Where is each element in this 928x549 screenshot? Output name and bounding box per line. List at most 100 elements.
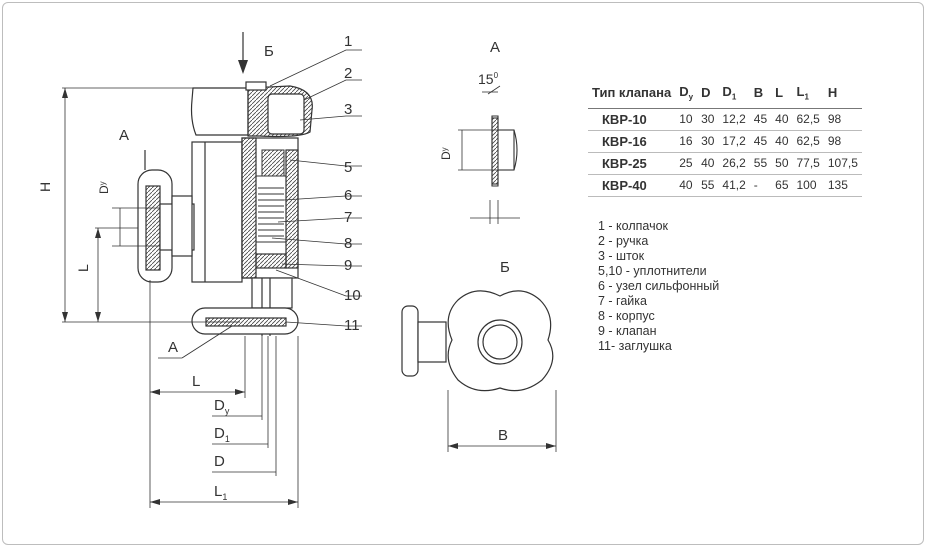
callout-11: 11 bbox=[344, 317, 360, 334]
dim-dy: Dу bbox=[214, 397, 230, 416]
angle-label: 150 bbox=[478, 71, 499, 87]
cell-dy: 25 bbox=[675, 152, 698, 175]
cell-l1: 62,5 bbox=[792, 130, 824, 153]
cell-b: 45 bbox=[749, 130, 772, 153]
table-row: КВР-40 40 55 41,2 - 65 100 135 bbox=[588, 174, 862, 197]
view-b-port bbox=[417, 321, 447, 363]
dim-d: D bbox=[214, 453, 225, 470]
legend-item: 5,10 - уплотнители bbox=[598, 264, 707, 278]
cell-d1: 26,2 bbox=[718, 152, 750, 175]
cell-b: 45 bbox=[749, 108, 772, 131]
view-b-title: Б bbox=[500, 259, 510, 276]
cell-b: 55 bbox=[749, 152, 772, 175]
dim-dy-view-a: Dу bbox=[439, 147, 453, 160]
cell-l1: 62,5 bbox=[792, 108, 824, 131]
cell-d: 40 bbox=[697, 152, 719, 175]
col-h: H bbox=[823, 80, 862, 109]
callout-6: 6 bbox=[344, 187, 352, 204]
dim-b: B bbox=[498, 427, 508, 444]
housing-left bbox=[191, 141, 243, 283]
cell-dy: 40 bbox=[675, 174, 698, 197]
callout-7: 7 bbox=[344, 209, 352, 226]
callout-leaders bbox=[269, 49, 362, 327]
col-b: B bbox=[749, 80, 772, 109]
legend-item: 11- заглушка bbox=[598, 339, 672, 353]
cell-dy: 10 bbox=[675, 108, 698, 131]
callout-9: 9 bbox=[344, 257, 352, 274]
lower-body bbox=[251, 277, 293, 309]
cell-d1: 12,2 bbox=[718, 108, 750, 131]
view-b-detail bbox=[401, 290, 557, 452]
bellows bbox=[255, 149, 287, 243]
cell-d: 55 bbox=[697, 174, 719, 197]
valve-plate bbox=[255, 253, 287, 269]
cell-h: 98 bbox=[823, 130, 862, 153]
section-a-label-bottom: А bbox=[168, 339, 178, 356]
dim-dy-side: Dу bbox=[97, 181, 111, 194]
cell-h: 135 bbox=[823, 174, 862, 197]
legend-item: 8 - корпус bbox=[598, 309, 655, 323]
col-l: L bbox=[771, 80, 793, 109]
callout-5: 5 bbox=[344, 159, 352, 176]
dim-l1: L1 bbox=[214, 483, 227, 502]
legend-item: 7 - гайка bbox=[598, 294, 647, 308]
cell-name: КВР-16 bbox=[588, 130, 676, 153]
cell-h: 107,5 bbox=[823, 152, 862, 175]
cell-b: - bbox=[749, 174, 772, 197]
callout-numbers: 1 2 3 5 6 7 8 9 10 11 bbox=[344, 33, 361, 334]
callout-1: 1 bbox=[344, 33, 352, 50]
table-header-row: Тип клапана Dу D D1 B L L1 H bbox=[588, 80, 862, 109]
spec-table: Тип клапана Dу D D1 B L L1 H КВР-10 10 3… bbox=[588, 80, 862, 197]
cell-name: КВР-40 bbox=[588, 174, 676, 197]
table-row: КВР-16 16 30 17,2 45 40 62,5 98 bbox=[588, 130, 862, 153]
table-row: КВР-10 10 30 12,2 45 40 62,5 98 bbox=[588, 108, 862, 131]
cell-l: 50 bbox=[771, 152, 793, 175]
arrow-head bbox=[238, 60, 248, 74]
view-a-title: А bbox=[490, 39, 500, 56]
callout-10: 10 bbox=[344, 287, 361, 304]
cell-l1: 100 bbox=[792, 174, 824, 197]
dim-d1: D1 bbox=[214, 425, 230, 444]
dim-l-vertical: L bbox=[75, 264, 91, 272]
cell-d: 30 bbox=[697, 130, 719, 153]
cell-l: 40 bbox=[771, 130, 793, 153]
callout-2: 2 bbox=[344, 65, 352, 82]
dim-l-bottom: L bbox=[192, 373, 200, 390]
legend-item: 6 - узел сильфонный bbox=[598, 279, 720, 293]
cell-name: КВР-25 bbox=[588, 152, 676, 175]
cap-top bbox=[245, 81, 267, 91]
cell-d1: 41,2 bbox=[718, 174, 750, 197]
cell-d: 30 bbox=[697, 108, 719, 131]
table-row: КВР-25 25 40 26,2 55 50 77,5 107,5 bbox=[588, 152, 862, 175]
cell-h: 98 bbox=[823, 108, 862, 131]
handle-left bbox=[190, 87, 249, 136]
col-d1: D1 bbox=[718, 80, 750, 109]
dim-h: H bbox=[37, 182, 53, 192]
cell-dy: 16 bbox=[675, 130, 698, 153]
cell-d1: 17,2 bbox=[718, 130, 750, 153]
section-a-label: А bbox=[119, 127, 129, 144]
legend-item: 1 - колпачок bbox=[598, 219, 669, 233]
callout-3: 3 bbox=[344, 101, 352, 118]
parts-legend: 1 - колпачок 2 - ручка 3 - шток 5,10 - у… bbox=[598, 219, 719, 354]
stem-top bbox=[267, 93, 305, 135]
col-l1: L1 bbox=[792, 80, 824, 109]
view-b-flange bbox=[401, 305, 419, 377]
legend-item: 9 - клапан bbox=[598, 324, 657, 338]
col-dy: Dу bbox=[675, 80, 698, 109]
view-a-detail bbox=[458, 85, 520, 224]
arrow-label: Б bbox=[264, 43, 274, 60]
callout-8: 8 bbox=[344, 235, 352, 252]
cell-l: 40 bbox=[771, 108, 793, 131]
cell-l: 65 bbox=[771, 174, 793, 197]
col-d: D bbox=[697, 80, 719, 109]
legend-item: 2 - ручка bbox=[598, 234, 649, 248]
legend-item: 3 - шток bbox=[598, 249, 645, 263]
col-type: Тип клапана bbox=[588, 80, 676, 109]
knob-hub-inner bbox=[482, 324, 518, 360]
cell-name: КВР-10 bbox=[588, 108, 676, 131]
main-section-view bbox=[62, 32, 362, 508]
cell-l1: 77,5 bbox=[792, 152, 824, 175]
